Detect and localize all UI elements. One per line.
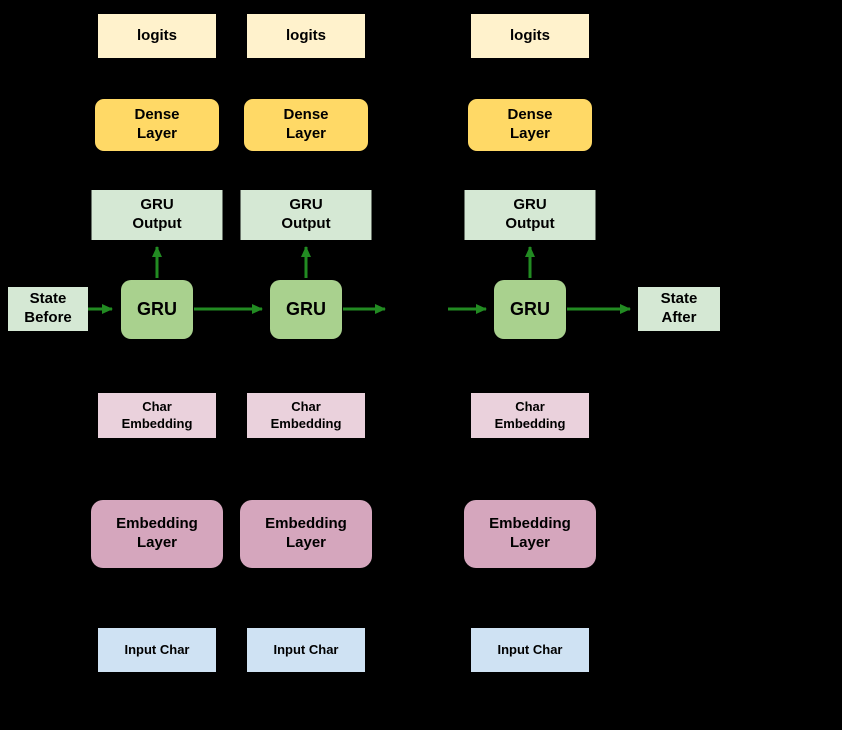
- logits-box-t1: logits: [98, 14, 216, 58]
- dense-layer-box-t3: Dense Layer: [468, 99, 592, 151]
- logits-box-t2: logits: [247, 14, 365, 58]
- gru-output-box-t2: GRU Output: [240, 190, 372, 240]
- state-after-box: State After: [638, 287, 720, 331]
- embedding-layer-box-t1: Embedding Layer: [91, 500, 223, 568]
- gru-cell-box-t3: GRU: [494, 280, 566, 339]
- embedding-layer-box-t3: Embedding Layer: [464, 500, 596, 568]
- char-embedding-box-t1: Char Embedding: [98, 393, 216, 438]
- gru-cell-box-t2: GRU: [270, 280, 342, 339]
- input-char-box-t2: Input Char: [247, 628, 365, 672]
- char-embedding-box-t3: Char Embedding: [471, 393, 589, 438]
- input-char-box-t3: Input Char: [471, 628, 589, 672]
- dense-layer-box-t1: Dense Layer: [95, 99, 219, 151]
- gru-output-box-t1: GRU Output: [91, 190, 223, 240]
- embedding-layer-box-t2: Embedding Layer: [240, 500, 372, 568]
- char-embedding-box-t2: Char Embedding: [247, 393, 365, 438]
- logits-box-t3: logits: [471, 14, 589, 58]
- input-char-box-t1: Input Char: [98, 628, 216, 672]
- state-before-box: State Before: [8, 287, 88, 331]
- dense-layer-box-t2: Dense Layer: [244, 99, 368, 151]
- gru-cell-box-t1: GRU: [121, 280, 193, 339]
- gru-output-box-t3: GRU Output: [464, 190, 596, 240]
